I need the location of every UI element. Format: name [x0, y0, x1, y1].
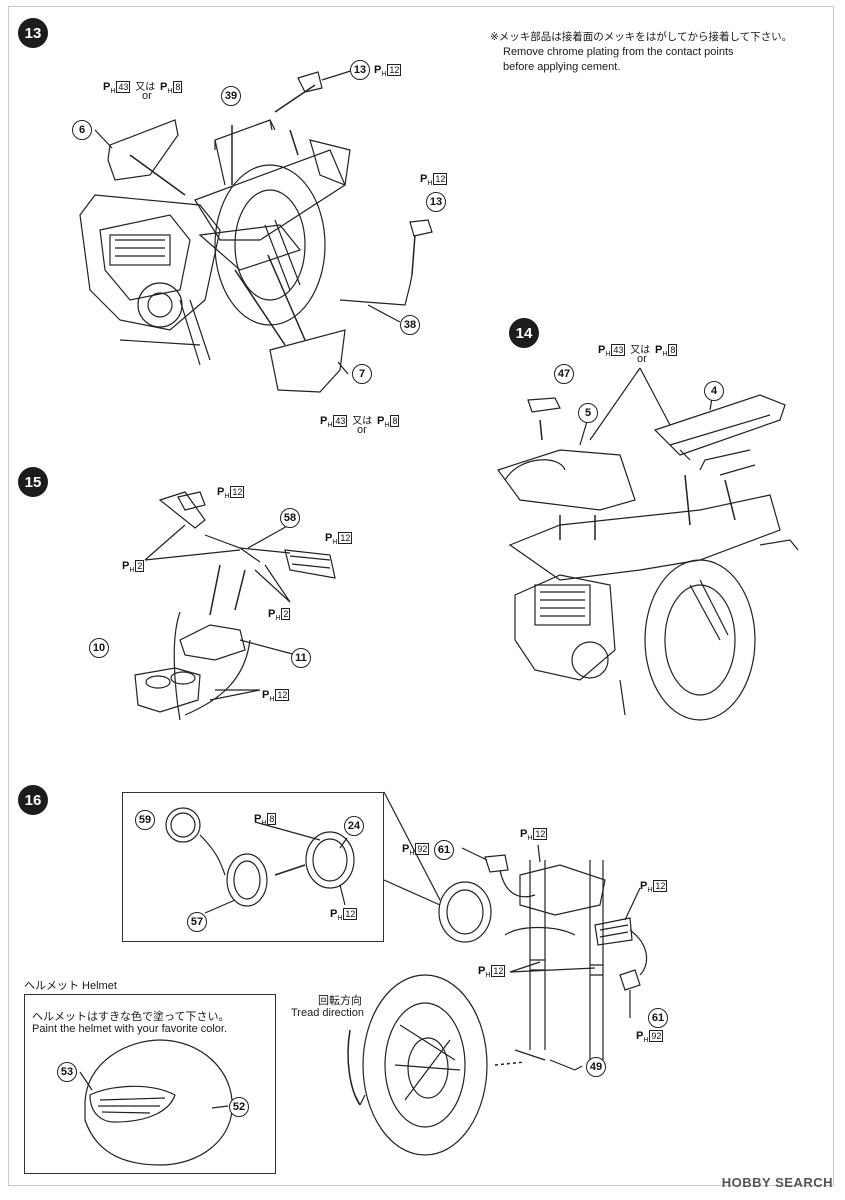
- part-4-label: 4: [704, 381, 724, 401]
- step15-handlebar-drawing: [134, 491, 336, 721]
- part-13-label: 13: [426, 192, 446, 212]
- step-15-badge: 15: [18, 467, 48, 497]
- headlight-inset-box: [122, 792, 384, 942]
- part-5-label: 5: [578, 403, 598, 423]
- chrome-note-jp: ※メッキ部品は接着面のメッキをはがしてから接着して下さい。: [490, 31, 793, 43]
- part-24-label: 24: [344, 816, 364, 836]
- part-57-label: 57: [187, 912, 207, 932]
- part-61-label: 61: [648, 1008, 668, 1028]
- helmet-note-en: Paint the helmet with your favorite colo…: [32, 1023, 228, 1035]
- chrome-note-en-line2: before applying cement.: [503, 61, 621, 73]
- part-7-label: 7: [352, 364, 372, 384]
- part-49-label: 49: [586, 1057, 606, 1077]
- tread-direction-en: Tread direction: [291, 1007, 364, 1019]
- part-11-label: 11: [291, 648, 311, 668]
- part-52-label: 52: [229, 1097, 249, 1117]
- tread-direction-jp: 回転方向: [318, 995, 362, 1007]
- part-6-label: 6: [72, 120, 92, 140]
- part-61-label: 61: [434, 840, 454, 860]
- step13-motorcycle-drawing: [79, 67, 433, 393]
- or-label: or: [637, 353, 647, 365]
- part-38-label: 38: [400, 315, 420, 335]
- or-label: or: [142, 90, 152, 102]
- step16-frontend-drawing: [347, 791, 648, 1156]
- step-16-badge: 16: [18, 785, 48, 815]
- part-47-label: 47: [554, 364, 574, 384]
- part-53-label: 53: [57, 1062, 77, 1082]
- instruction-page-frame: [8, 6, 834, 1186]
- hobby-search-watermark: HOBBY SEARCH: [721, 1175, 833, 1190]
- chrome-note-en-line1: Remove chrome plating from the contact p…: [503, 46, 734, 58]
- part-13-label: 13: [350, 60, 370, 80]
- step-14-badge: 14: [509, 318, 539, 348]
- step16-inset-drawing: [165, 807, 355, 914]
- part-59-label: 59: [135, 810, 155, 830]
- helmet-note-jp: ヘルメットはすきな色で塗って下さい。: [32, 1011, 230, 1023]
- part-39-label: 39: [221, 86, 241, 106]
- or-label: or: [357, 424, 367, 436]
- step-13-badge: 13: [18, 18, 48, 48]
- helmet-title: ヘルメット Helmet: [24, 980, 117, 992]
- helmet-box: [24, 994, 276, 1174]
- part-58-label: 58: [280, 508, 300, 528]
- part-10-label: 10: [89, 638, 109, 658]
- step14-motorcycle-drawing: [497, 367, 799, 721]
